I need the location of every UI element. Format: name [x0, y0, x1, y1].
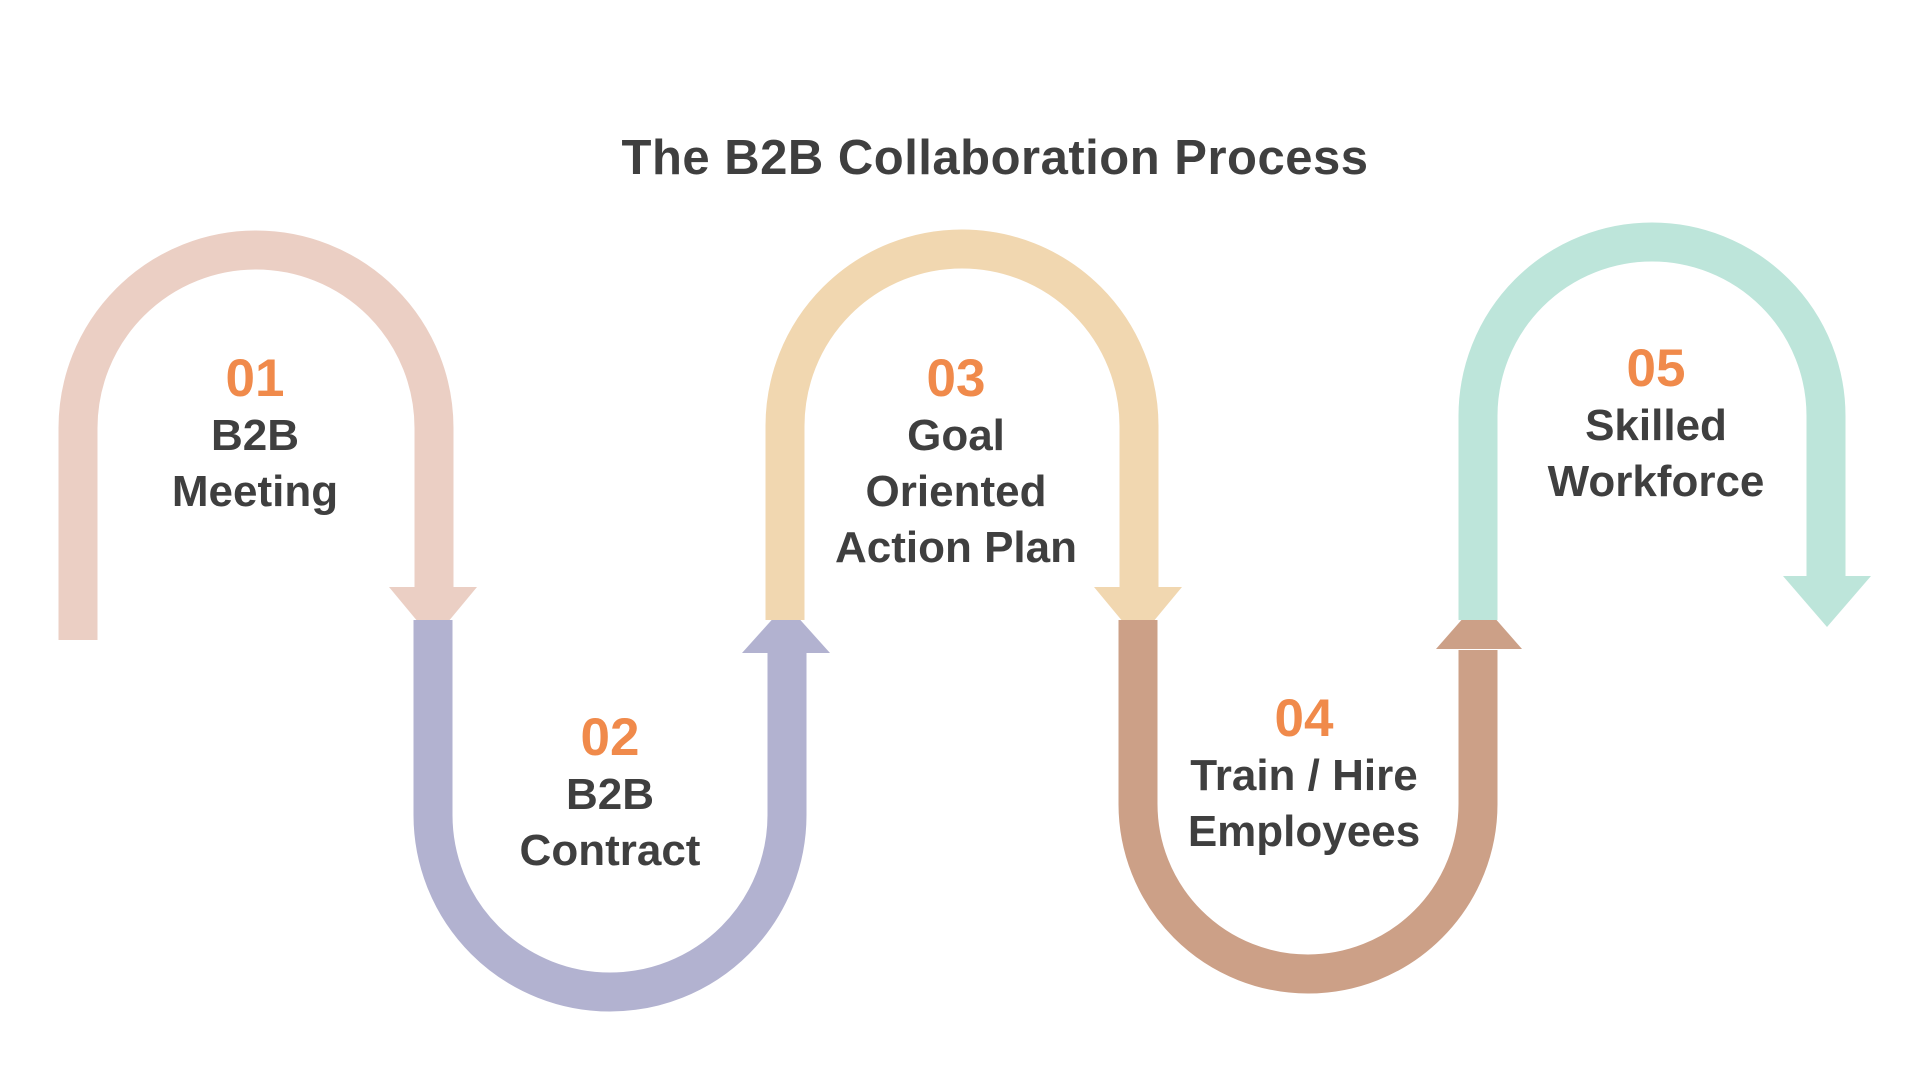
step-1-arrowhead — [389, 587, 477, 640]
step-5-arc — [1458, 222, 1846, 620]
step-2-arc — [413, 620, 807, 1012]
step-1-arrow — [58, 230, 477, 640]
step-5-arrow — [1458, 222, 1871, 627]
step-label: Train / Hire Employees — [1187, 751, 1421, 856]
step-label: Goal Oriented Action Plan — [834, 411, 1078, 572]
step-5-arrowhead — [1783, 576, 1871, 627]
step-2-arrow — [413, 604, 830, 1012]
step-1-arc — [58, 230, 454, 640]
step-1: 01 B2B Meeting — [75, 350, 435, 520]
step-label: B2B Meeting — [171, 411, 339, 516]
step-number: 04 — [1274, 689, 1334, 748]
step-label: B2B Contract — [519, 770, 701, 875]
step-2-arrowhead — [742, 604, 830, 653]
step-4-arrow — [1118, 600, 1522, 994]
step-number: 02 — [580, 708, 640, 767]
step-3-arc — [765, 229, 1159, 620]
step-4-arrowhead — [1436, 600, 1522, 649]
step-label: Skilled Workforce — [1547, 401, 1765, 506]
step-number: 05 — [1626, 339, 1686, 398]
step-4: 04 Train / Hire Employees — [1124, 690, 1484, 860]
step-3: 03 Goal Oriented Action Plan — [776, 350, 1136, 576]
step-number: 01 — [225, 349, 285, 408]
step-5: 05 Skilled Workforce — [1476, 340, 1836, 510]
diagram-title: The B2B Collaboration Process — [621, 131, 1369, 185]
step-2: 02 B2B Contract — [430, 709, 790, 879]
step-3-arrow — [765, 229, 1182, 640]
step-number: 03 — [926, 349, 986, 408]
step-3-arrowhead — [1094, 587, 1182, 640]
step-4-arc — [1118, 620, 1498, 994]
